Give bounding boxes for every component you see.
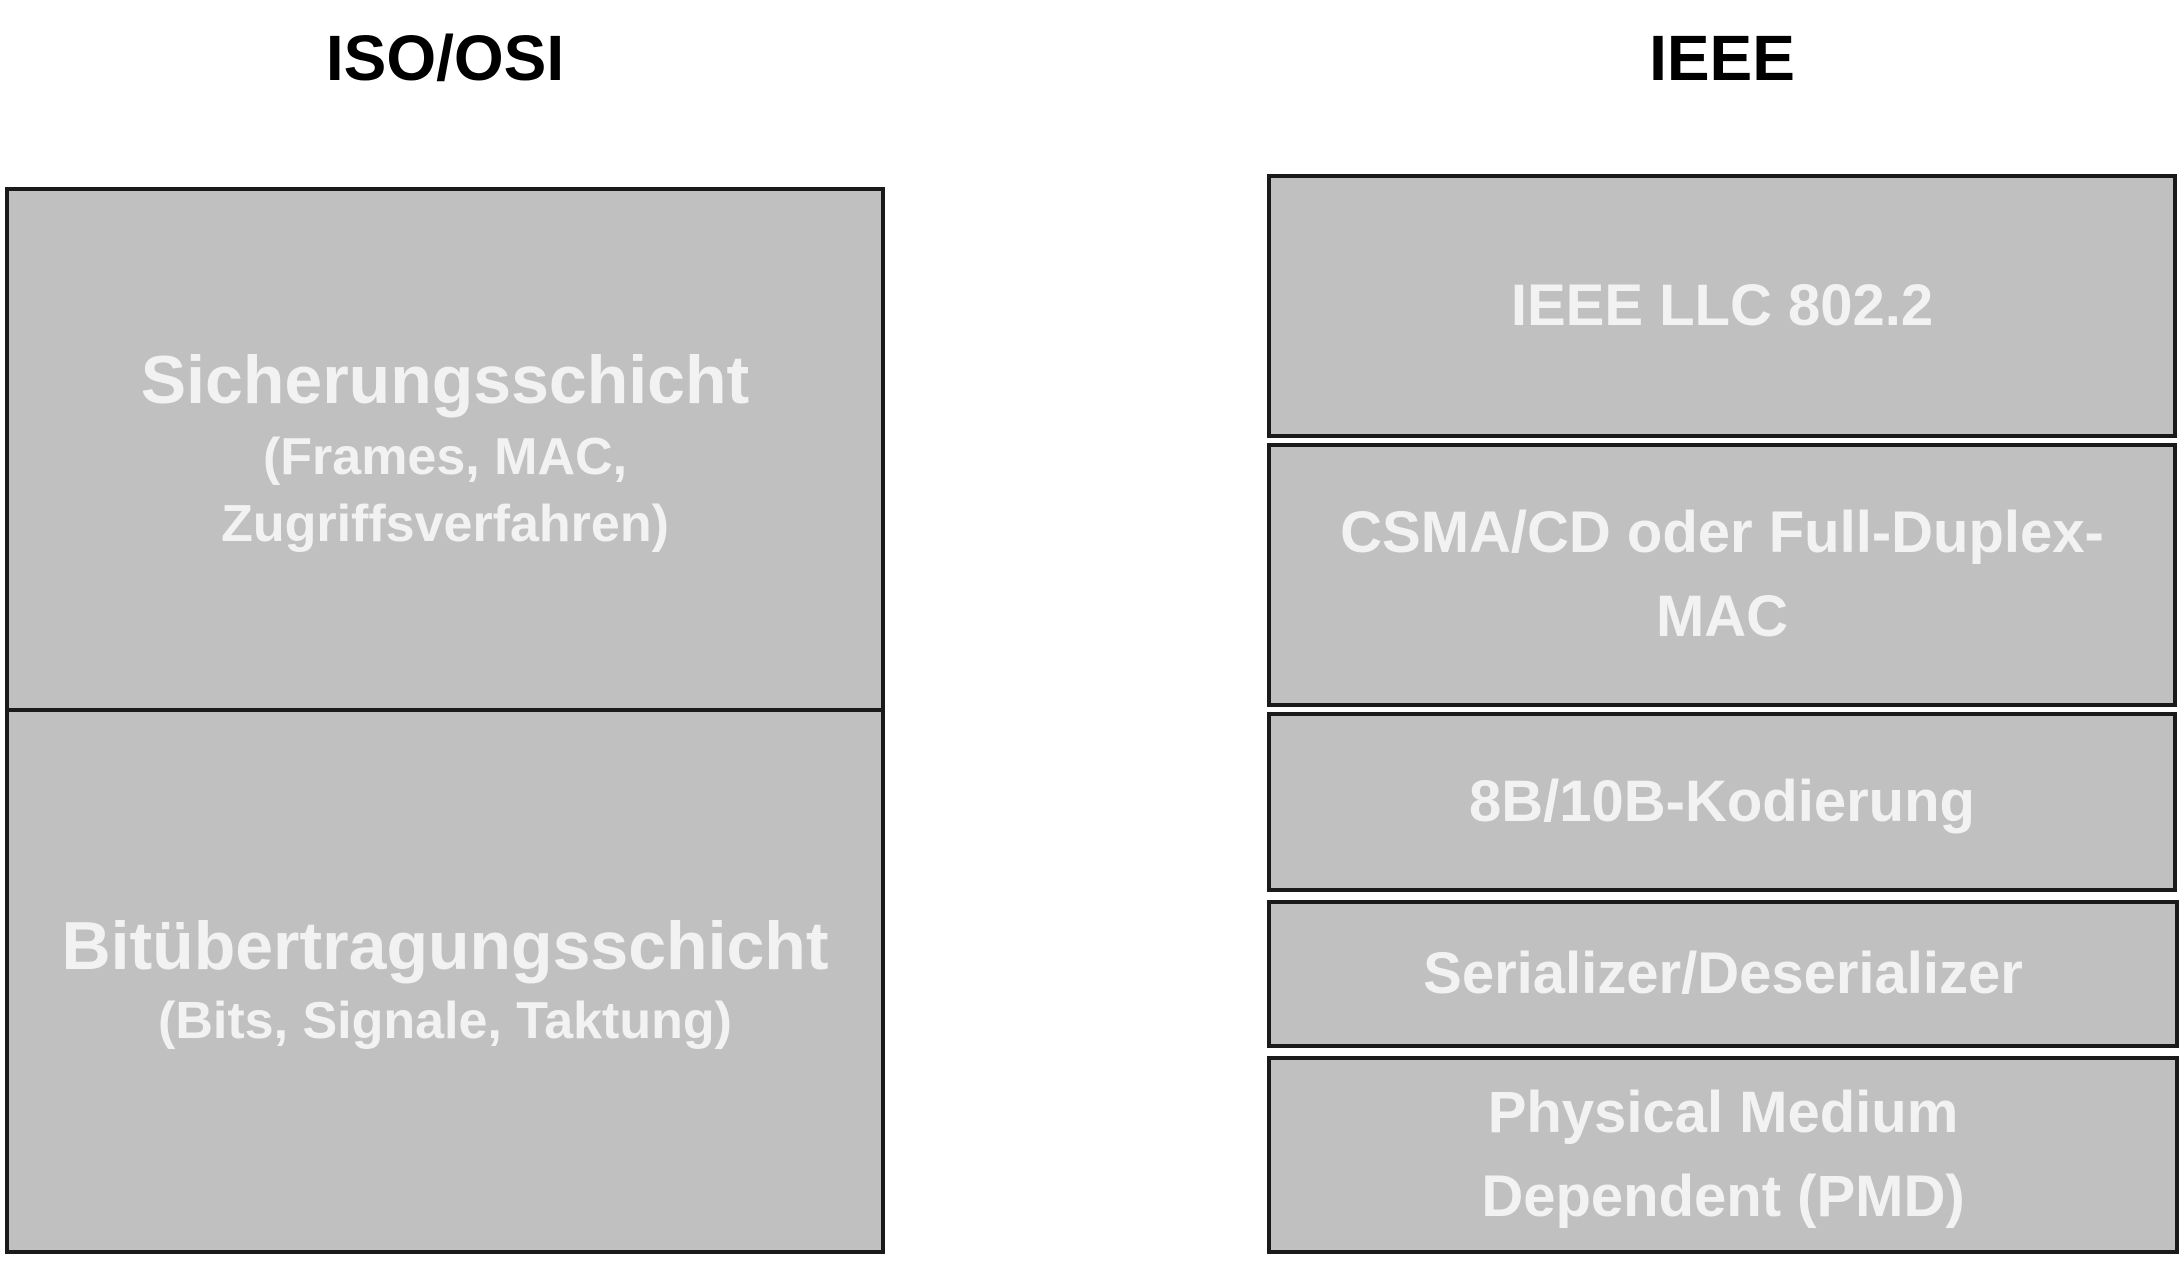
ieee-layer-llc-text: IEEE LLC 802.2 [1510,272,1934,338]
osi-layer-physical: Bitübertragungsschicht (Bits, Signale, T… [5,708,885,1254]
ieee-layer-pmd-text-2: Dependent (PMD) [1481,1164,1965,1229]
osi-layer-data-link: Sicherungsschicht (Frames, MAC, Zugriffs… [5,187,885,712]
ieee-layer-mac-text-1: CSMA/CD oder Full-Duplex- [1340,499,2104,565]
iso-osi-heading: ISO/OSI [325,22,565,94]
osi-layer-data-link-title: Sicherungsschicht [140,342,750,419]
ieee-layer-serdes-text: Serializer/Deserializer [1423,940,2023,1006]
osi-layer-data-link-subtitle-1: (Frames, MAC, [262,427,628,486]
ieee-layer-pmd-text-1: Physical Medium [1487,1079,1959,1145]
ieee-layer-8b10b-text: 8B/10B-Kodierung [1469,768,1975,834]
ieee-layer-llc: IEEE LLC 802.2 [1267,174,2177,438]
osi-layer-physical-subtitle: (Bits, Signale, Taktung) [158,992,732,1050]
osi-layer-data-link-subtitle-2: Zugriffsverfahren) [221,495,669,554]
ieee-layer-8b10b: 8B/10B-Kodierung [1267,712,2177,892]
ieee-layer-mac-text-2: MAC [1655,584,1789,649]
ieee-layer-serdes: Serializer/Deserializer [1267,900,2179,1048]
ieee-layer-pmd: Physical Medium Dependent (PMD) [1267,1056,2179,1254]
osi-layer-physical-title: Bitübertragungsschicht [61,908,829,985]
ieee-layer-mac: CSMA/CD oder Full-Duplex- MAC [1267,443,2177,707]
ieee-heading: IEEE [1649,22,1795,94]
